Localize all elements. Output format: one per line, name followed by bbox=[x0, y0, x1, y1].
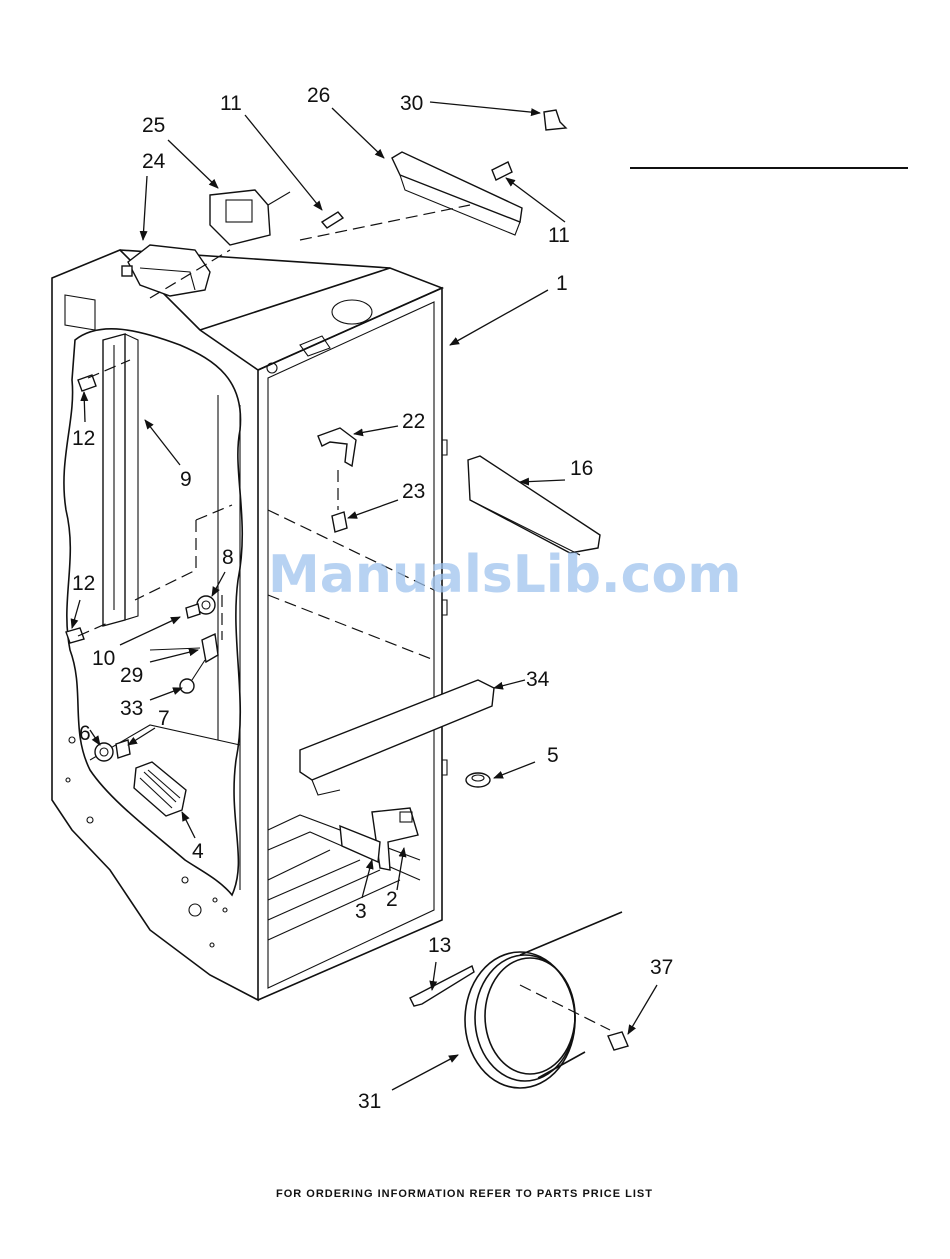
callout-13: 13 bbox=[428, 934, 451, 957]
part-7-bushing bbox=[116, 740, 130, 758]
callout-2: 2 bbox=[386, 888, 398, 911]
callout-26: 26 bbox=[307, 84, 330, 107]
callout-37: 37 bbox=[650, 956, 673, 979]
part-31-tubing bbox=[465, 912, 622, 1088]
callout-33: 33 bbox=[120, 697, 143, 720]
callout-25: 25 bbox=[142, 114, 165, 137]
part-22-bracket bbox=[318, 428, 356, 466]
part-33-bulb bbox=[180, 660, 205, 693]
callout-23: 23 bbox=[402, 480, 425, 503]
callout-16: 16 bbox=[570, 457, 593, 480]
footer-note: FOR ORDERING INFORMATION REFER TO PARTS … bbox=[276, 1188, 653, 1200]
callout-34: 34 bbox=[526, 668, 550, 691]
part-9-rail bbox=[103, 334, 138, 626]
callout-7: 7 bbox=[158, 707, 170, 730]
callout-5: 5 bbox=[547, 744, 559, 767]
callout-29: 29 bbox=[120, 664, 143, 687]
part-13-tie bbox=[410, 966, 474, 1006]
part-5-plug bbox=[466, 773, 490, 787]
callout-8: 8 bbox=[222, 546, 234, 569]
part-6-knob bbox=[95, 743, 113, 761]
watermark: ManualsLib.com bbox=[268, 545, 741, 605]
callout-31: 31 bbox=[358, 1090, 381, 1113]
callout-22: 22 bbox=[402, 410, 425, 433]
part-23-screw bbox=[332, 470, 347, 532]
callout-12-upper: 12 bbox=[72, 427, 95, 450]
part-11-screw-a bbox=[322, 212, 343, 228]
part-30-clip bbox=[544, 110, 566, 130]
callout-30: 30 bbox=[400, 92, 423, 115]
callout-24: 24 bbox=[142, 150, 166, 173]
part-37-screw bbox=[608, 1032, 628, 1050]
callout-3: 3 bbox=[355, 900, 367, 923]
callout-10: 10 bbox=[92, 647, 115, 670]
callout-9: 9 bbox=[180, 468, 192, 491]
part-11-screw-b bbox=[492, 162, 512, 180]
callout-6: 6 bbox=[79, 722, 91, 745]
part-25-bracket bbox=[210, 190, 290, 245]
part-2-bracket bbox=[372, 808, 418, 870]
part-29-bracket bbox=[150, 634, 218, 662]
callout-12-lower: 12 bbox=[72, 572, 95, 595]
part-10-screw bbox=[186, 604, 200, 618]
part-12-screw-b bbox=[66, 628, 84, 643]
callout-11-right: 11 bbox=[548, 224, 570, 247]
part-34-cover bbox=[300, 680, 494, 795]
callout-1: 1 bbox=[556, 272, 568, 295]
callout-4: 4 bbox=[192, 840, 204, 863]
part-4-vent bbox=[134, 762, 186, 816]
part-3-bracket bbox=[340, 826, 380, 862]
callout-11-top: 11 bbox=[220, 92, 242, 115]
part-12-screw-a bbox=[78, 375, 96, 391]
